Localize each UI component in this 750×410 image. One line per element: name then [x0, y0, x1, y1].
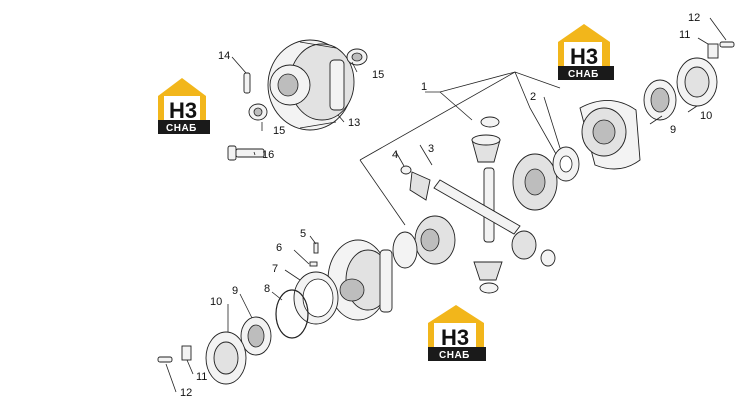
- pinion-gear-top: [471, 134, 501, 163]
- bolt-12-right: [719, 41, 735, 48]
- callout-8: 8: [264, 283, 270, 295]
- callout-15-lower: 15: [273, 125, 285, 137]
- callout-4: 4: [392, 149, 398, 161]
- o-ring-8: [275, 289, 309, 339]
- callout-11-right: 11: [679, 29, 690, 41]
- differential-case-assembled: [267, 39, 355, 131]
- callout-6: 6: [276, 242, 282, 254]
- logo-left: H3 СНАБ: [158, 78, 210, 134]
- washer-4: [400, 165, 412, 175]
- svg-text:H3: H3: [169, 98, 197, 123]
- washer-right-lower: [540, 249, 556, 267]
- bearing-9-left: [240, 316, 272, 356]
- callout-10-right: 10: [700, 110, 712, 122]
- callout-9-right: 9: [670, 124, 676, 136]
- side-gear-right: [512, 153, 558, 211]
- svg-text:СНАБ: СНАБ: [568, 69, 599, 80]
- bolt-12-left: [157, 356, 173, 363]
- adjuster-nut-10-right: [676, 57, 718, 107]
- callouts: 14 15 13 15 16 1 2 3 4 9 10 11 12 5 6 7 …: [180, 12, 712, 399]
- thrust-washer-bottom: [479, 282, 499, 294]
- callout-16: 16: [262, 149, 274, 161]
- thrust-washer-3: [392, 231, 418, 269]
- callout-10-left: 10: [210, 296, 222, 308]
- bearing-9-right: [643, 79, 677, 121]
- carrier-half-right: [579, 100, 641, 170]
- carrier-half-left: [327, 239, 393, 321]
- callout-9-left: 9: [232, 285, 238, 297]
- pinion-gear-left: [409, 171, 431, 201]
- thrust-washer-top: [480, 116, 500, 128]
- bushing-lower: [248, 103, 268, 121]
- callout-14: 14: [218, 50, 230, 62]
- pinion-gear-bottom: [473, 261, 503, 281]
- callout-12-right: 12: [688, 12, 700, 24]
- pin-6: [309, 261, 318, 267]
- bolt-5: [313, 242, 319, 254]
- bolt-16: [227, 145, 265, 161]
- lock-plate-11-right: [707, 43, 719, 59]
- bushing-upper: [346, 48, 368, 66]
- callout-12-left: 12: [180, 387, 192, 399]
- callout-7: 7: [272, 263, 278, 275]
- lock-plate-11-left: [181, 345, 192, 361]
- thrust-washer-2: [552, 146, 580, 182]
- cross-shaft-spider: [433, 167, 521, 243]
- svg-text:H3: H3: [441, 325, 469, 350]
- svg-text:H3: H3: [570, 44, 598, 69]
- callout-2: 2: [530, 91, 536, 103]
- callout-3: 3: [428, 143, 434, 155]
- callout-13: 13: [348, 117, 360, 129]
- side-gear-left: [414, 215, 456, 265]
- callout-1: 1: [421, 81, 427, 93]
- callout-15-upper: 15: [372, 69, 384, 81]
- svg-text:СНАБ: СНАБ: [166, 123, 197, 134]
- callout-5: 5: [300, 228, 306, 240]
- ring-7: [293, 271, 339, 325]
- adjuster-nut-10-left: [205, 331, 247, 385]
- logo-top-right: H3 СНАБ: [558, 24, 614, 80]
- callout-11-left: 11: [196, 371, 207, 383]
- pin-14: [243, 72, 251, 94]
- leader-lines: [165, 17, 727, 393]
- logo-bottom: H3 СНАБ: [428, 305, 486, 361]
- svg-text:СНАБ: СНАБ: [439, 350, 470, 361]
- pinion-gear-right-lower: [511, 230, 537, 260]
